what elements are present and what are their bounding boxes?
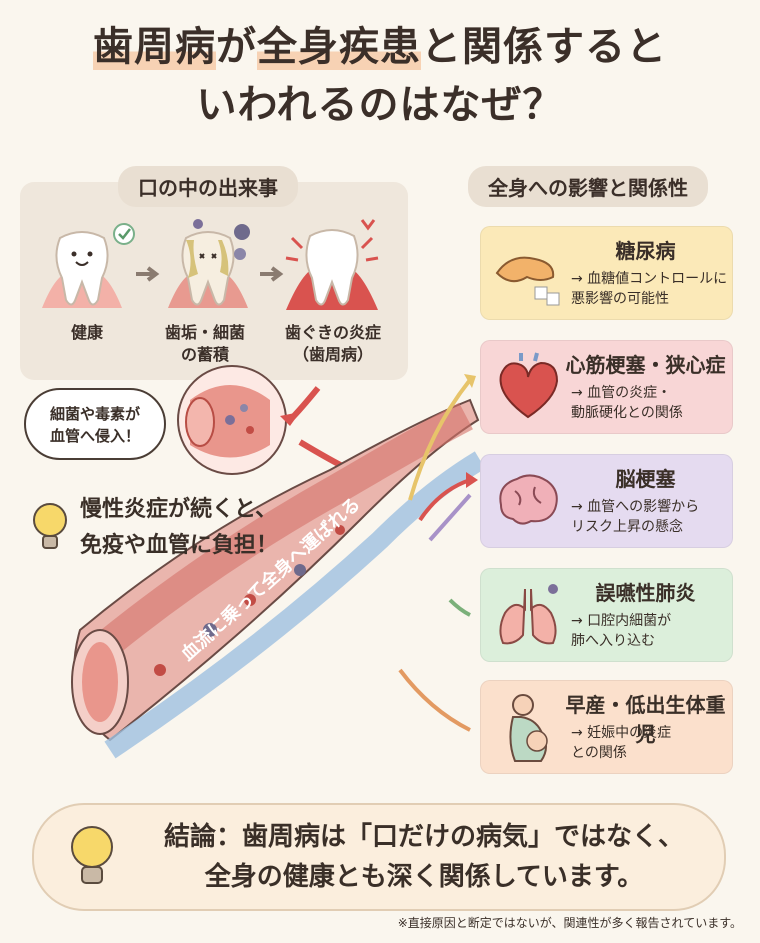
card-stroke-title: 脳梗塞 [615,467,676,491]
blood-vessel-icon [71,365,486,759]
mouth-events-heading: 口の中の出来事 [118,166,298,207]
stage-label-plaque: 歯垢・細菌 の蓄積 [164,323,245,364]
chronic-note-line-2: 免疫や血管に負担！ [80,533,279,558]
card-heart: 心筋梗塞・狭心症 → 血管の炎症・ 動脈硬化との関係 [480,340,733,434]
brain-icon [499,474,558,525]
heart-icon [499,352,559,419]
card-pneumonia: 誤嚥性肺炎 → 口腔内細菌が 肺へ入り込む [480,568,733,662]
card-pneumonia-desc: → 口腔内細菌が 肺へ入り込む [571,613,672,649]
card-pregnancy-desc: → 妊娠中の炎症 との関係 [571,725,672,761]
teeth-illustrations [42,219,379,310]
card-stroke: 脳梗塞 → 血管への影響から リスク上昇の懸念 [480,454,733,548]
card-heart-title: 心筋梗塞・狭心症 [565,353,726,377]
bacteria-speech-bubble: 細菌や毒素が 血管へ侵入！ [24,388,166,460]
tooth-plaque-icon [168,219,250,308]
page-title: 歯周病が全身疾患と関係すると いわれるのはなぜ？ [0,18,760,134]
title-highlight-1: 歯周病 [93,24,216,70]
conclusion-line-2: 全身の健康とも深く関係しています。 [204,862,644,892]
chronic-inflammation-note: 慢性炎症が続くと、 免疫や血管に負担！ [80,492,278,564]
pancreas-icon [495,256,560,306]
conclusion-text: 結論：歯周病は「口だけの病気」ではなく、 全身の健康とも深く関係しています。 [134,817,714,897]
tooth-inflamed-icon [285,219,379,310]
card-diabetes-desc: → 血糖値コントロールに 悪影響の可能性 [571,271,728,307]
pregnant-woman-icon [509,694,548,762]
systemic-effects-heading: 全身への影響と関係性 [468,166,708,207]
conclusion-line-1: 結論：歯周病は「口だけの病気」ではなく、 [163,822,684,852]
card-diabetes: 糖尿病 → 血糖値コントロールに 悪影響の可能性 [480,226,733,320]
card-stroke-desc: → 血管への影響から リスク上昇の懸念 [571,499,700,535]
lightbulb-icon [33,503,67,549]
title-text: が [216,24,257,70]
stage-label-healthy: 健康 [70,323,103,342]
card-diabetes-title: 糖尿病 [615,239,676,263]
title-line-2: いわれるのはなぜ？ [196,82,564,128]
card-pneumonia-title: 誤嚥性肺炎 [595,581,696,605]
conclusion-box: 結論：歯周病は「口だけの病気」ではなく、 全身の健康とも深く関係しています。 [32,803,726,911]
lungs-icon [499,584,558,645]
chronic-note-line-1: 慢性炎症が続くと、 [80,497,278,522]
lightbulb-icon [71,826,113,884]
tooth-healthy-icon [42,223,135,308]
card-pregnancy-title: 早産・低出生体重児 [565,693,726,746]
card-pregnancy: 早産・低出生体重児 → 妊娠中の炎症 との関係 [480,680,733,774]
title-highlight-2: 全身疾患 [257,24,421,70]
stage-label-inflamed: 歯ぐきの炎症 （歯周病） [284,323,381,364]
card-heart-desc: → 血管の炎症・ 動脈硬化との関係 [571,385,683,421]
title-text: と関係すると [421,24,667,70]
footnote: ※直接原因と断定ではないが、関連性が多く報告されています。 [397,916,742,930]
